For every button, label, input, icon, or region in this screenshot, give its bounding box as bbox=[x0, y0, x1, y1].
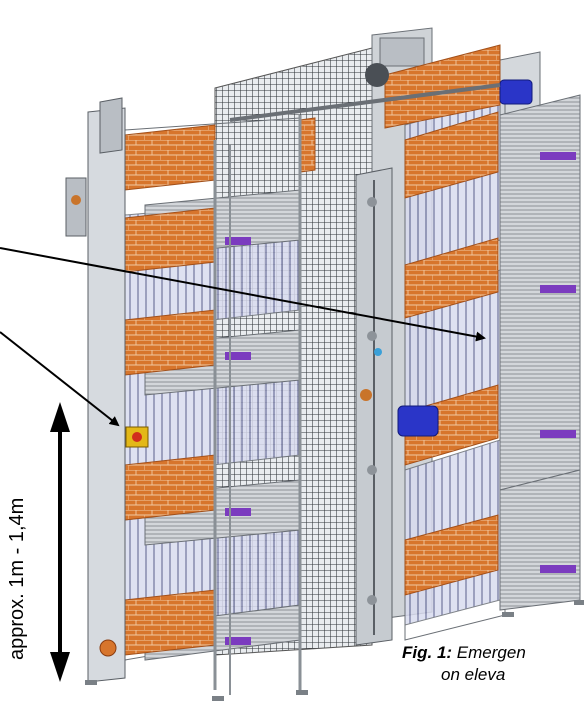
pointer-arrows bbox=[0, 247, 486, 427]
left-cage-tiers bbox=[124, 115, 316, 695]
feet bbox=[85, 600, 584, 701]
figure-caption-line2: on eleva bbox=[441, 665, 506, 684]
motor-icon bbox=[397, 405, 439, 437]
right-cage-tiers bbox=[384, 44, 581, 641]
arrow-icon bbox=[0, 247, 486, 342]
height-dimension-arrow bbox=[50, 402, 70, 682]
figure-caption-label: Fig. 1: bbox=[402, 643, 453, 662]
emergency-stop-icon bbox=[125, 426, 149, 448]
arrow-icon bbox=[0, 331, 120, 427]
elevator-column bbox=[355, 167, 393, 646]
motor-icon bbox=[499, 79, 533, 105]
figure-caption: Fig. 1: Emergen bbox=[402, 643, 526, 663]
figure-caption-line1: Emergen bbox=[456, 643, 526, 662]
height-dimension-label: approx. 1m - 1,4m bbox=[6, 497, 28, 660]
left-column bbox=[65, 97, 149, 683]
top-drive bbox=[229, 63, 501, 122]
